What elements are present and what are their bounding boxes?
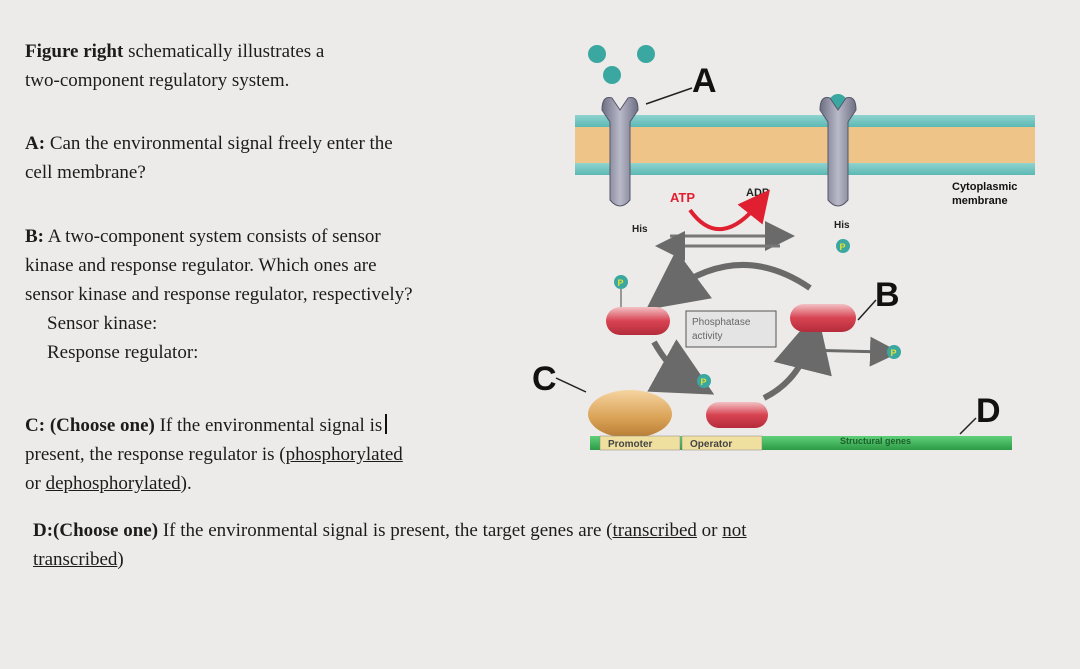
question-a-line2: cell membrane? <box>25 162 146 183</box>
cytoplasmic-label-line2: membrane <box>952 195 1008 207</box>
label-c: C <box>532 360 557 398</box>
phospho-p-left: P <box>618 278 624 288</box>
question-d-label: D:(Choose one) <box>33 520 159 541</box>
response-regulator-bottom: P <box>697 374 768 428</box>
adp-label: ADP <box>746 187 769 199</box>
label-d: D <box>976 392 1001 430</box>
question-c-choose: (Choose one) <box>45 415 155 436</box>
two-component-system-figure: A ATP ADP His His P P P P Phosphatase ac… <box>532 45 1035 451</box>
cytoplasmic-label-line1: Cytoplasmic <box>952 181 1017 193</box>
phospho-p-right: P <box>840 242 846 252</box>
label-b: B <box>875 276 900 314</box>
label-a: A <box>692 62 717 100</box>
phosphate-release-arrow <box>802 336 900 367</box>
phosphatase-line1: Phosphatase <box>692 317 751 328</box>
question-b-line3: sensor kinase and response regulator, re… <box>25 284 413 305</box>
question-c-line1: If the environmental signal is <box>154 415 383 436</box>
question-c-close: ). <box>180 473 192 494</box>
pointer-c <box>555 377 587 393</box>
question-d-close: ) <box>117 549 124 570</box>
dna-strand <box>590 435 1012 451</box>
question-c: C: (Choose one) If the environmental sig… <box>25 411 403 498</box>
question-d-or: or <box>696 520 723 541</box>
question-d-line1: If the environmental signal is present, … <box>158 520 613 541</box>
response-regulator-right <box>790 304 856 332</box>
phospho-p-released: P <box>891 348 897 358</box>
question-b: B: A two-component system consists of se… <box>25 222 413 367</box>
text-cursor <box>385 414 388 434</box>
rna-polymerase <box>588 390 672 438</box>
cycle-arrow-top <box>645 250 812 310</box>
his-label-right: His <box>834 220 850 231</box>
intro-text: Figure right schematically illustrates a… <box>25 37 324 95</box>
question-a-line1: Can the environmental signal freely ente… <box>45 133 393 154</box>
cytoplasmic-membrane <box>575 115 1035 175</box>
question-c-label: C: <box>25 415 46 436</box>
question-d: D:(Choose one) If the environmental sign… <box>33 516 747 574</box>
option-not[interactable]: not <box>722 520 747 541</box>
question-b-line2: kinase and response regulator. Which one… <box>25 255 377 276</box>
intro-bold: Figure right <box>25 41 124 62</box>
question-b-label: B: <box>25 226 44 247</box>
promoter-label: Promoter <box>608 439 653 450</box>
pointer-b <box>857 299 877 321</box>
option-not-transcribed[interactable]: transcribed <box>33 549 118 570</box>
option-transcribed[interactable]: transcribed <box>612 520 697 541</box>
pointer-a <box>645 87 693 105</box>
atp-label: ATP <box>670 190 695 205</box>
question-a-label: A: <box>25 133 46 154</box>
his-label-left: His <box>632 224 648 235</box>
question-a: A: Can the environmental signal freely e… <box>25 129 393 187</box>
pointer-d <box>959 417 977 435</box>
option-phosphorylated[interactable]: phosphorylated <box>285 444 403 465</box>
intro-rest: schematically illustrates a <box>123 41 325 62</box>
phosphatase-line2: activity <box>692 331 723 342</box>
question-c-line3: or <box>25 473 46 494</box>
option-dephosphorylated[interactable]: dephosphorylated <box>45 473 181 494</box>
cycle-arrow-right <box>762 310 832 401</box>
sensor-kinase-left <box>601 97 639 207</box>
question-c-line2: present, the response regulator is ( <box>25 444 286 465</box>
response-regulator-left: P <box>606 275 670 335</box>
phospho-p-bottom: P <box>701 377 707 387</box>
operator-label: Operator <box>690 439 732 450</box>
phosphatase-activity-box: Phosphatase activity <box>685 310 777 348</box>
intro-line2: two-component regulatory system. <box>25 70 290 91</box>
sensor-kinase-label: Sensor kinase: <box>47 313 158 334</box>
sensor-kinase-right <box>819 97 857 207</box>
cycle-arrow-left <box>647 339 715 395</box>
response-regulator-label: Response regulator: <box>47 342 199 363</box>
structural-genes-label: Structural genes <box>840 436 911 446</box>
question-b-line1: A two-component system consists of senso… <box>44 226 381 247</box>
atp-adp-arrow <box>688 189 770 232</box>
